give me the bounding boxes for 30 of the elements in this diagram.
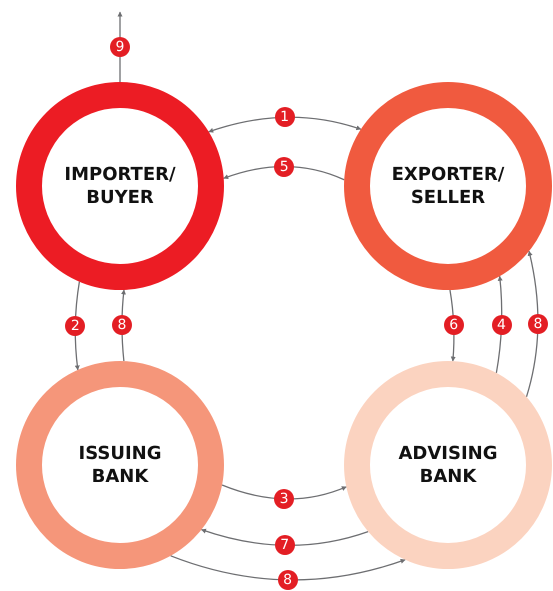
- node-label: ISSUING BANK: [78, 442, 162, 488]
- step-number: 3: [274, 488, 294, 509]
- step-number: 4: [492, 314, 512, 335]
- circle-node: [344, 82, 552, 290]
- node-label: EXPORTER/ SELLER: [390, 163, 506, 209]
- arrow: [121, 289, 126, 362]
- arrow: [496, 276, 503, 374]
- arrow: [208, 116, 362, 133]
- step-number: 9: [110, 37, 130, 57]
- arrow: [201, 528, 368, 546]
- arrow: [526, 250, 539, 397]
- step-number: 8: [112, 315, 132, 336]
- arrow: [170, 555, 406, 581]
- arrow: [118, 12, 122, 82]
- step-number: 5: [274, 156, 294, 176]
- node-label: IMPORTER/ BUYER: [63, 163, 177, 209]
- step-number: 8: [278, 570, 298, 590]
- arrow: [223, 166, 344, 180]
- node-label: ADVISING BANK: [398, 442, 498, 488]
- step-number: 7: [274, 535, 295, 556]
- step-number: 6: [444, 315, 464, 336]
- arrow: [449, 290, 456, 362]
- arrow: [74, 282, 80, 370]
- step-number: 1: [274, 107, 295, 128]
- arrow: [222, 484, 347, 500]
- circle-node: [344, 361, 552, 569]
- circle-node: [16, 361, 224, 569]
- step-number: 2: [65, 316, 86, 336]
- circle-node: [16, 82, 224, 290]
- step-number: 8: [528, 314, 548, 334]
